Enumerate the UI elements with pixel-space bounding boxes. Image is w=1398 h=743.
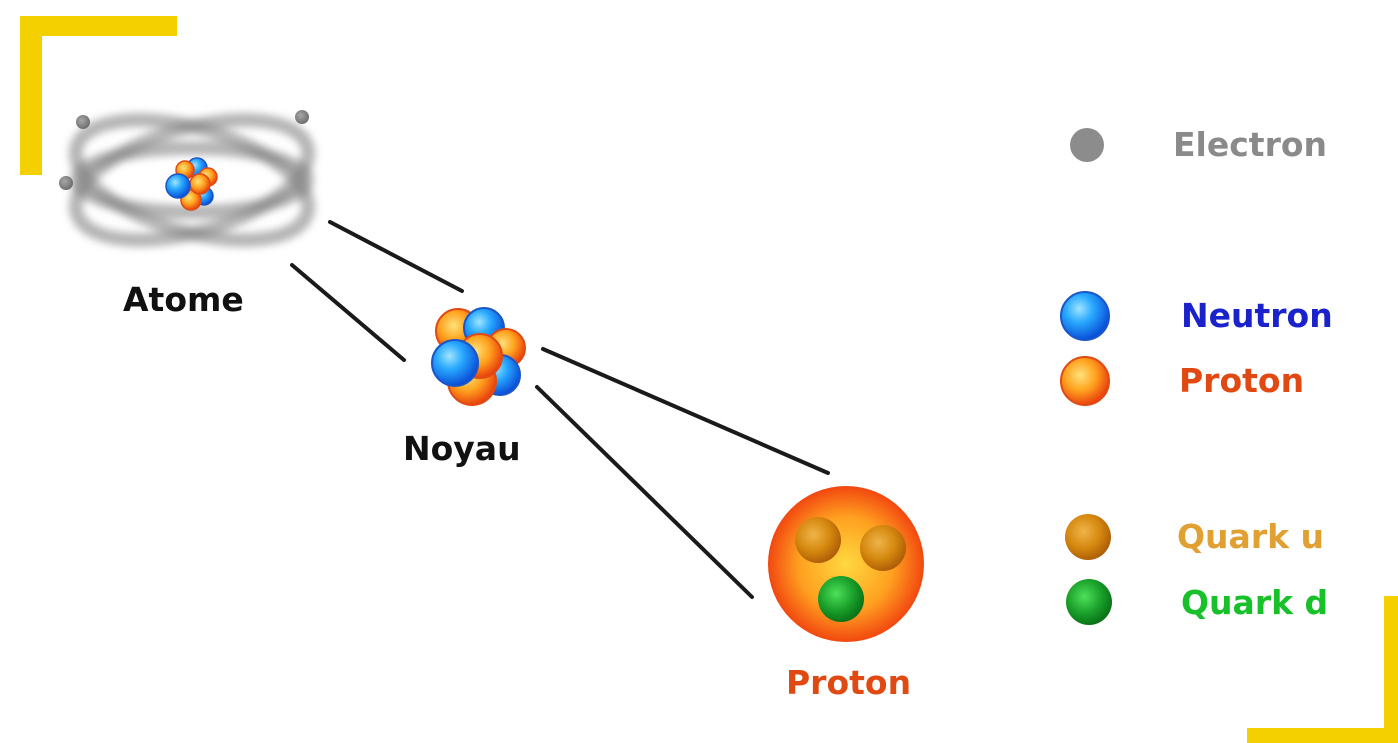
legend-neutron-swatch — [1060, 291, 1110, 341]
legend-proton-label: Proton — [1179, 361, 1305, 400]
legend-quark-u-label: Quark u — [1177, 517, 1325, 556]
legend-quark-d-label: Quark d — [1181, 583, 1329, 622]
legend-quark-u-swatch — [1065, 514, 1111, 560]
nucleus-illustration — [431, 307, 526, 406]
frame-corner-top-left — [20, 16, 177, 175]
proton-label: Proton — [786, 663, 912, 702]
nucleus-label: Noyau — [403, 429, 521, 468]
quark-u-ball — [795, 517, 841, 563]
connector-atom-nucleus-upper — [328, 220, 464, 293]
connector-nucleus-proton-upper — [541, 347, 830, 475]
electron-dot — [59, 176, 73, 190]
legend-electron-label: Electron — [1173, 125, 1328, 164]
proton-illustration — [768, 486, 924, 642]
legend-symbols — [1060, 128, 1112, 625]
atom-label: Atome — [123, 280, 244, 319]
legend-proton-swatch — [1060, 356, 1110, 406]
quark-d-ball — [818, 576, 864, 622]
legend-neutron-label: Neutron — [1181, 296, 1333, 335]
connector-nucleus-proton-lower — [535, 385, 754, 599]
legend-electron-swatch — [1070, 128, 1104, 162]
legend-quark-d-swatch — [1066, 579, 1112, 625]
atom-nucleus-small — [165, 157, 218, 211]
frame-corner-bottom-right — [1247, 596, 1398, 743]
electron-dot — [295, 110, 309, 124]
connector-atom-nucleus-lower — [290, 263, 406, 362]
electron-orbits — [68, 113, 316, 247]
electron-dot — [76, 115, 90, 129]
connector-lines — [290, 220, 830, 599]
atom-illustration — [59, 110, 316, 247]
quark-u-ball — [860, 525, 906, 571]
